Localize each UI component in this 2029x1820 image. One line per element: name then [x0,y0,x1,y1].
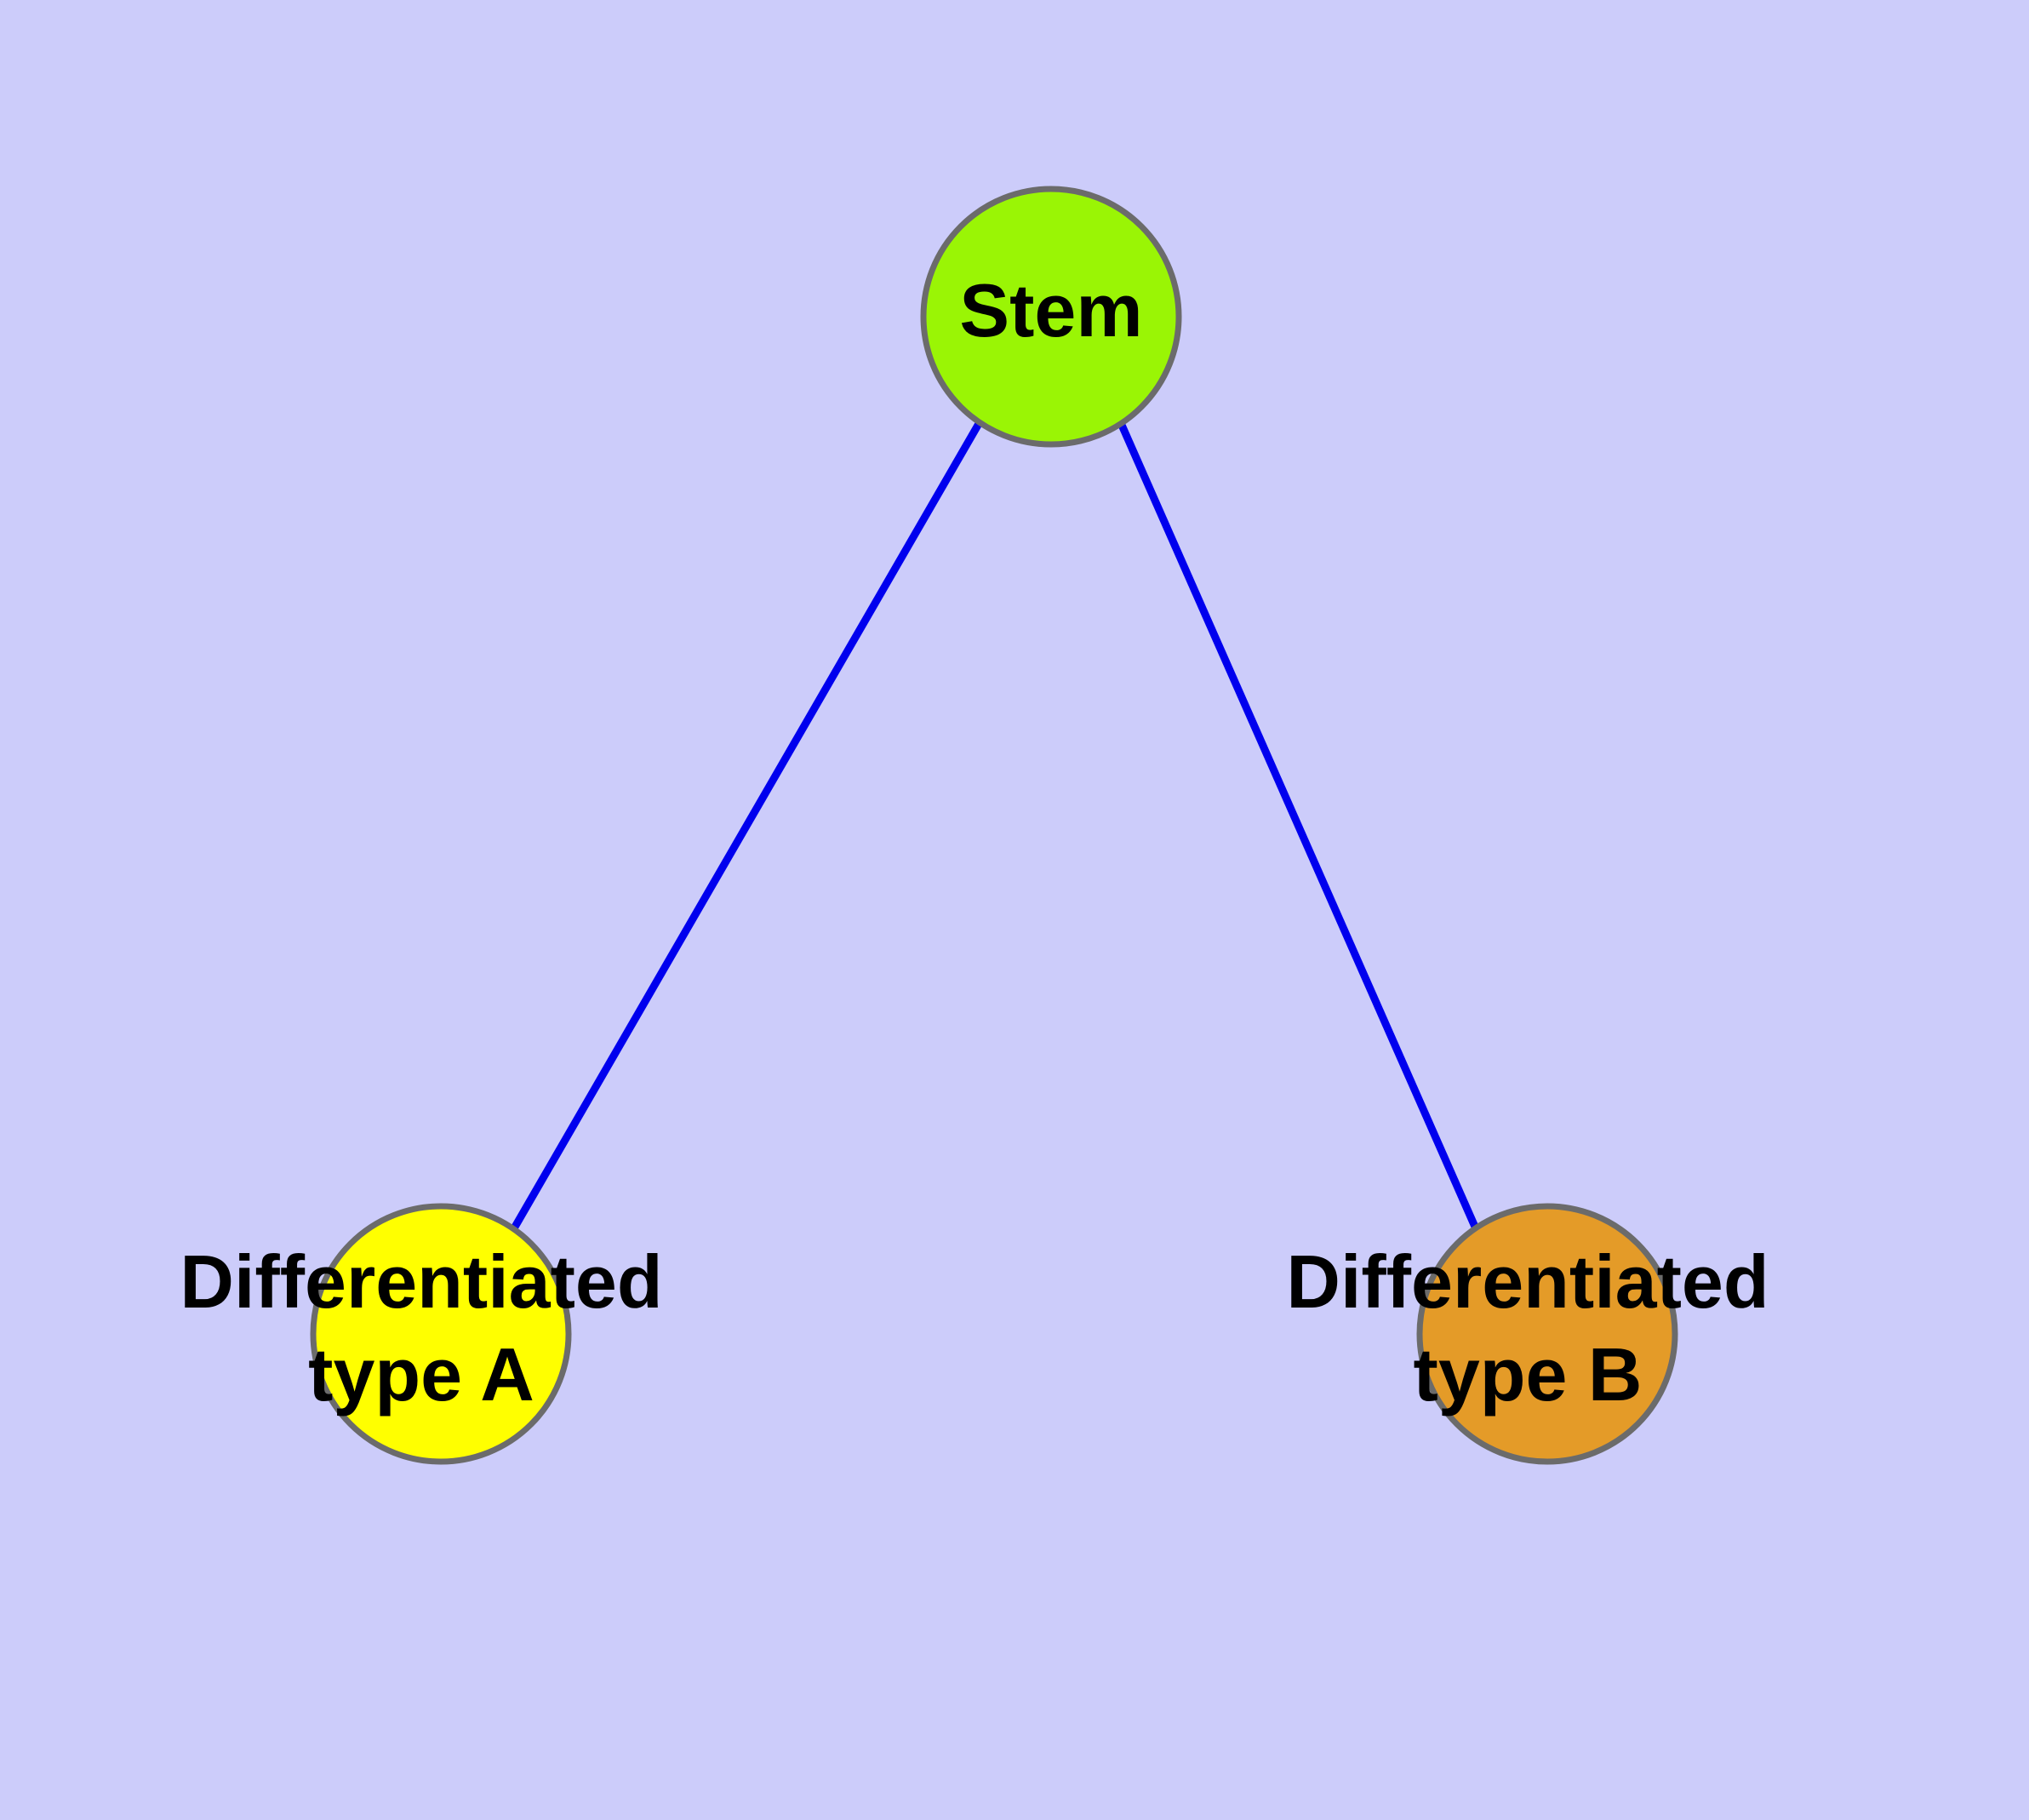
edges-layer [511,420,1479,1231]
edge-stem-to-differentiated-type-a[interactable] [511,420,983,1231]
node-stem-label: Stem [959,268,1142,352]
node-differentiated-type-b[interactable] [1416,1203,1678,1465]
node-label-line: Stem [959,268,1142,352]
node-label-line: Differentiated [180,1239,662,1324]
node-stem[interactable] [920,186,1182,448]
node-stem-circle[interactable] [920,186,1182,448]
node-differentiated-type-a-circle[interactable] [310,1203,572,1465]
node-differentiated-type-b-circle[interactable] [1416,1203,1678,1465]
node-label-line: type A [308,1332,534,1417]
node-differentiated-type-a[interactable] [310,1203,572,1465]
node-label-line: type B [1414,1332,1643,1417]
nodes-layer [310,186,1678,1465]
edge-stem-to-differentiated-type-b[interactable] [1117,421,1479,1228]
node-label-line: Differentiated [1286,1239,1769,1324]
